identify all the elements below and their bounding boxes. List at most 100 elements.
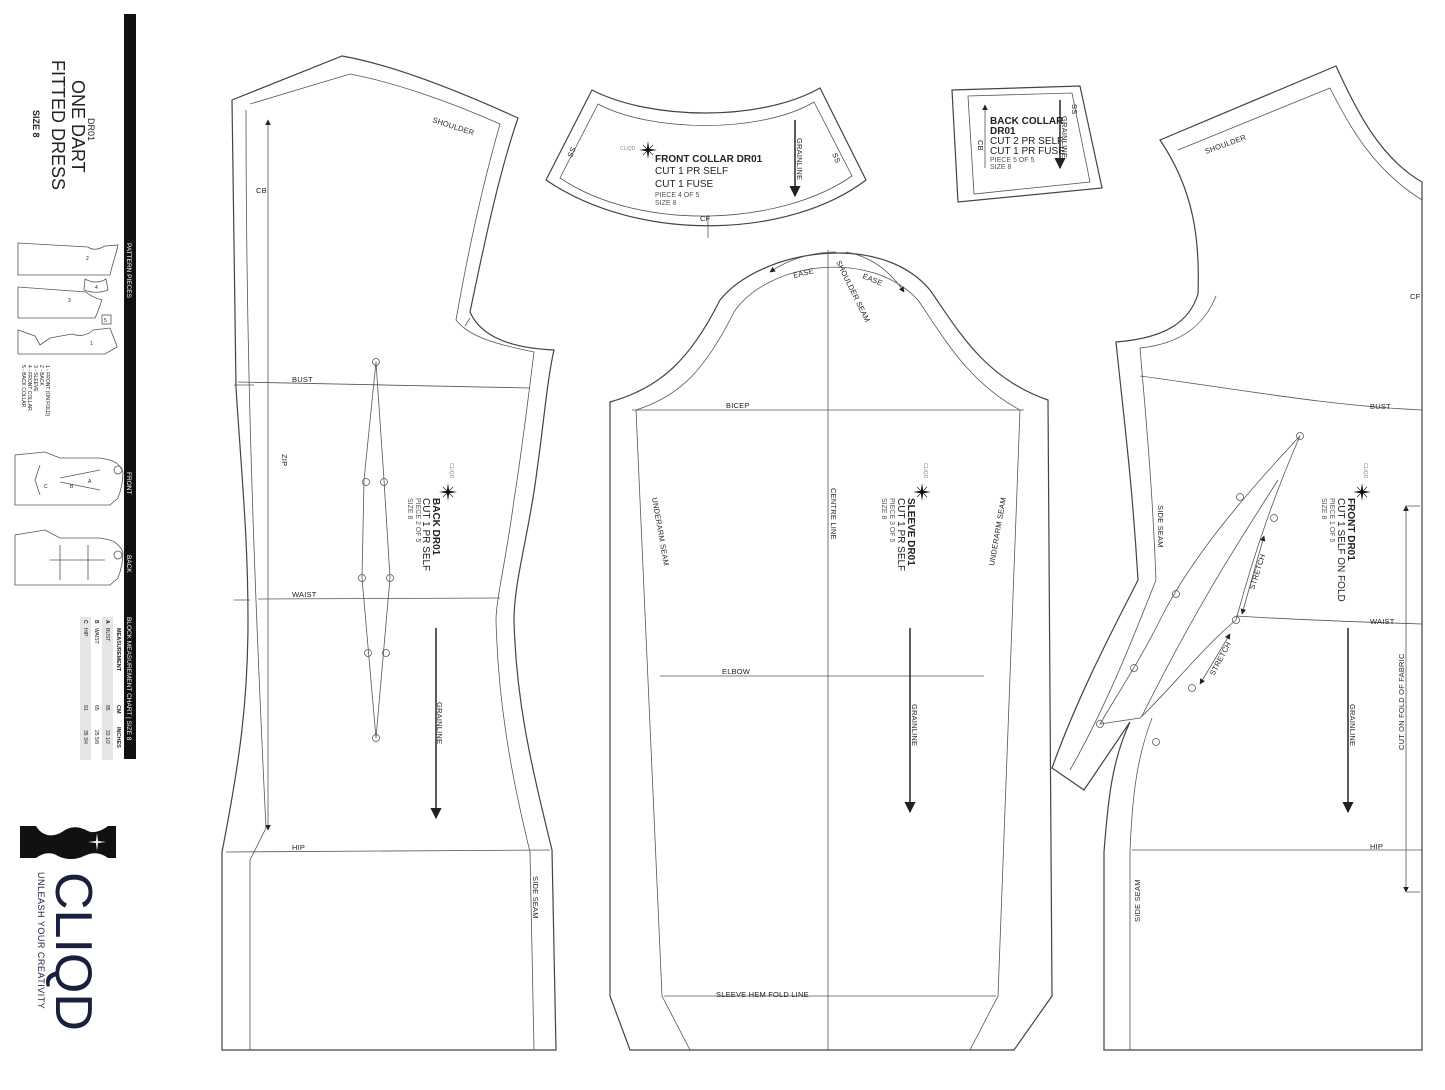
front-size: SIZE 8: [1320, 498, 1327, 520]
thumb-num-5: 5: [104, 318, 107, 324]
front-collar-label-grainline: GRAINLINE: [795, 138, 804, 180]
front-collar-label-cf: CF: [700, 214, 711, 223]
back-collar-label-cb: CB: [976, 140, 985, 151]
sidebar-title-line1: ONE DART: [68, 80, 88, 173]
sidebar-title-line2: FITTED DRESS: [48, 60, 68, 190]
chart-row-c-cm: 91: [82, 705, 88, 711]
sleeve-cut: CUT 1 PR SELF: [895, 498, 906, 571]
front-label-cf: CF: [1410, 292, 1421, 301]
back-collar-size: SIZE 8: [990, 164, 1012, 171]
sleeve-title: SLEEVE DR01: [905, 498, 916, 566]
chart-row-c-name: HIP: [82, 628, 88, 637]
front-label-grainline: GRAINLINE: [1348, 704, 1357, 746]
front-label-side-seam-top: SIDE SEAM: [1156, 505, 1165, 548]
sleeve-label-bicep: BICEP: [726, 401, 750, 410]
front-sketch-b: B: [70, 484, 74, 490]
front-title: FRONT DR01: [1345, 498, 1356, 561]
front-collar-label-ss-left: SS: [566, 146, 578, 159]
chart-col-bg-1: [80, 617, 91, 760]
chart-row-b-in: 25 5/8: [93, 730, 99, 744]
front-label-shoulder: SHOULDER: [1204, 132, 1248, 155]
brand-tagline: UNLEASH YOUR CREATIVITY: [36, 872, 46, 1009]
back-label-cb: CB: [256, 186, 267, 195]
thumb-num-1: 1: [90, 341, 93, 347]
sidebar-black-bar: [124, 14, 136, 759]
front-collar-piece: SS SS CF GRAINLINE CLIQD FRONT COLLAR DR…: [545, 87, 867, 238]
sleeve-logo-text: CLIQD: [922, 463, 928, 479]
front-sketch: [14, 451, 124, 506]
front-drill-holes: [1096, 432, 1304, 746]
pattern-piece-2: 2 - BACK: [38, 365, 44, 387]
back-label-shoulder: SHOULDER: [431, 115, 475, 137]
sleeve-label-ease-right: EASE: [861, 272, 884, 288]
sleeve-label-centre-line: CENTRE LINE: [829, 488, 838, 540]
sidebar-bar-back: BACK: [125, 555, 132, 573]
dress-form-logo-icon: [20, 826, 116, 859]
back-collar-label-ss: SS: [1070, 104, 1079, 114]
sleeve-label-ease-left: EASE: [792, 266, 814, 280]
dart-drill-holes: [358, 358, 394, 742]
back-label-grainline: GRAINLINE: [435, 702, 444, 744]
sidebar-bar-chart-title: BLOCK MEASUREMENT CHART | SIZE 8: [125, 617, 132, 741]
front-piece: SHOULDER CF BUST SIDE SEAM STRETCH STRET…: [1051, 65, 1423, 1051]
front-label-stretch-top: STRETCH: [1247, 553, 1267, 591]
chart-row-b-key: B: [93, 620, 99, 624]
back-sketch: [14, 529, 124, 586]
sleeve-piece: EASE EASE SHOULDER SEAM BICEP UNDERARM S…: [609, 250, 1053, 1051]
back-label-side-seam: SIDE SEAM: [531, 876, 540, 919]
chart-row-a-cm: 85: [104, 705, 110, 711]
front-collar-cut1: CUT 1 PR SELF: [655, 166, 728, 177]
front-sketch-c: C: [44, 484, 48, 490]
front-label-side-seam-bottom: SIDE SEAM: [1133, 879, 1142, 922]
sidebar: PATTERN PIECES FRONT BACK BLOCK MEASUREM…: [14, 14, 136, 1031]
front-cut: CUT 1 SELF ON FOLD: [1335, 498, 1346, 602]
back-piece-number: PIECE 2 OF 5: [414, 498, 421, 542]
chart-row-a-name: BUST: [104, 628, 110, 641]
thumb-num-2: 2: [86, 256, 89, 262]
chart-row-a-key: A: [104, 620, 110, 624]
front-piece-number: PIECE 1 OF 5: [1328, 498, 1335, 542]
back-label-waist: WAIST: [292, 590, 317, 599]
front-collar-logo-text: CLIQD: [620, 146, 636, 152]
front-info-block: CLIQD FRONT DR01 CUT 1 SELF ON FOLD PIEC…: [1320, 463, 1372, 602]
back-piece: SHOULDER CB BUST ZIP WAIST HIP SIDE SEAM…: [221, 55, 557, 1051]
pattern-piece-3: 3 - SLEEVE: [32, 365, 38, 392]
front-label-fold: CUT ON FOLD OF FABRIC: [1397, 653, 1406, 750]
front-logo-text: CLIQD: [1362, 463, 1368, 479]
sleeve-label-underarm-right: UNDERARM SEAM: [987, 497, 1008, 567]
back-collar-piece-number: PIECE 5 OF 5: [990, 157, 1034, 164]
chart-head-inches: INCHES: [115, 727, 121, 748]
front-collar-size: SIZE 8: [655, 200, 677, 207]
sleeve-label-underarm-left: UNDERARM SEAM: [650, 497, 671, 567]
back-logo-text: CLIQD: [448, 463, 454, 479]
chart-head-cm: CM: [115, 705, 121, 714]
sidebar-bar-front: FRONT: [125, 472, 132, 494]
chart-row-b-name: WAIST: [93, 628, 99, 644]
thumb-num-4: 4: [95, 285, 98, 291]
chart-col-bg-2: [102, 617, 113, 760]
back-label-zip: ZIP: [280, 454, 289, 466]
back-collar-info-block: BACK COLLAR DR01 CUT 2 PR SELF CUT 1 PR …: [990, 116, 1065, 171]
front-collar-title: FRONT COLLAR DR01: [655, 154, 763, 165]
thumb-num-3: 3: [68, 298, 71, 304]
chart-row-a-in: 33 1/2: [104, 730, 110, 744]
chart-row-c-key: C: [82, 620, 88, 624]
front-label-bust: BUST: [1370, 402, 1391, 411]
front-sketch-a: A: [88, 479, 92, 485]
sleeve-label-hem-fold: SLEEVE HEM FOLD LINE: [716, 990, 809, 999]
front-collar-info-block: CLIQD FRONT COLLAR DR01 CUT 1 PR SELF CU…: [620, 140, 763, 207]
pattern-pieces-list: 1 - FRONT (ON FOLD) 2 - BACK 3 - SLEEVE …: [20, 365, 50, 417]
pattern-piece-4: 4 - FRONT COLLAR: [26, 365, 32, 411]
chart-head-measurement: MEASUREMENT: [115, 628, 121, 672]
back-label-bust: BUST: [292, 375, 313, 384]
brand-wordmark: CLIQD: [44, 872, 102, 1031]
back-collar-cut2: CUT 1 PR FUSE: [990, 146, 1065, 157]
back-cut: CUT 1 PR SELF: [420, 498, 431, 571]
back-size: SIZE 8: [406, 498, 413, 520]
front-label-stretch-bottom: STRETCH: [1208, 640, 1233, 677]
front-collar-cut2: CUT 1 FUSE: [655, 179, 713, 190]
back-collar-code: DR01: [990, 126, 1016, 137]
sleeve-piece-number: PIECE 3 OF 5: [888, 498, 895, 542]
sleeve-label-elbow: ELBOW: [722, 667, 751, 676]
